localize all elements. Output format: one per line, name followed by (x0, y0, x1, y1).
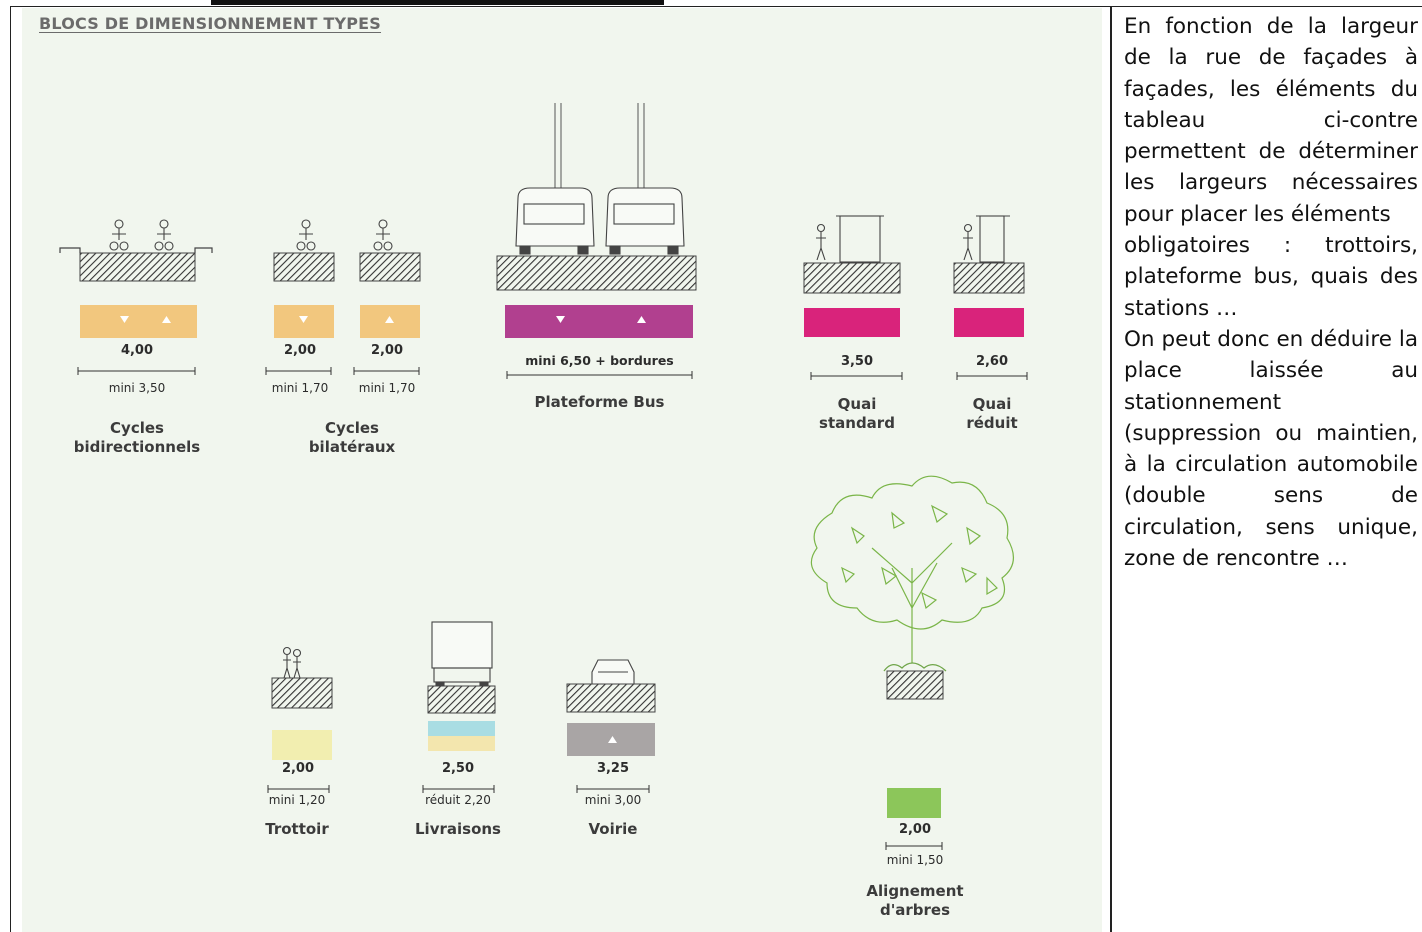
pedestrian-icon (282, 646, 302, 679)
dimension-value: 2,60 (975, 354, 1009, 369)
block-label-cycles-bilat: Cycles bilatéraux (277, 419, 427, 457)
dimension-value: 2,00 (898, 822, 932, 837)
car-icon (591, 659, 635, 685)
side-paragraph: obligatoires : trottoirs, plateforme bus… (1124, 233, 1418, 321)
voirie-block (566, 659, 656, 793)
label-line: bidirectionnels (73, 438, 201, 456)
bus-icon (605, 187, 685, 255)
label-line: réduit (966, 414, 1018, 432)
column-divider (1110, 6, 1112, 932)
quai-standard-block (803, 215, 903, 380)
livraisons-block (422, 621, 496, 793)
dimension-value: 3,50 (840, 354, 874, 369)
dimension-minimum: réduit 2,20 (425, 793, 491, 807)
dimension-value: 2,00 (281, 761, 315, 776)
block-label-alignement-arbres: Alignement d'arbres (842, 882, 988, 920)
dimension-minimum: mini 1,20 (268, 793, 326, 807)
panel-title: BLOCS DE DIMENSIONNEMENT TYPES (39, 14, 382, 33)
dimension-value: 2,50 (441, 761, 475, 776)
block-label-voirie: Voirie (562, 820, 664, 839)
dimension-blocks-panel: BLOCS DE DIMENSIONNEMENT TYPES (22, 8, 1102, 932)
truck-icon (431, 621, 493, 688)
side-paragraph: On peut donc en déduire la place laissée… (1124, 326, 1418, 572)
alignement-arbres-block (810, 475, 1014, 850)
label-line: Quai (972, 395, 1012, 413)
table-frame (10, 6, 1422, 932)
label-line: Cycles (325, 419, 379, 437)
side-description: En fonction de la largeur de la rue de f… (1124, 11, 1418, 574)
dimension-minimum: mini 1,70 (358, 381, 416, 395)
label-line: Voirie (588, 820, 638, 838)
cycles-bidir-block (59, 219, 213, 375)
label-line: Cycles (110, 419, 164, 437)
label-line: Quai (837, 395, 877, 413)
label-line: d'arbres (879, 901, 951, 919)
label-line: Plateforme Bus (534, 393, 665, 411)
label-line: Alignement (866, 882, 964, 900)
plateforme-bus-block (496, 103, 697, 379)
block-label-plateforme-bus: Plateforme Bus (502, 393, 697, 412)
block-label-cycles-bidir: Cycles bidirectionnels (52, 419, 222, 457)
cycles-bilat-block (265, 219, 421, 375)
block-label-quai-standard: Quai standard (802, 395, 912, 433)
pedestrian-icon (816, 223, 826, 261)
bus-icon (515, 187, 595, 255)
block-label-livraisons: Livraisons (397, 820, 519, 839)
label-line: standard (819, 414, 895, 432)
dimension-value: 2,00 (283, 343, 317, 358)
dimension-value: 2,00 (370, 343, 404, 358)
cyclist-icon (373, 219, 393, 251)
pedestrian-icon (963, 223, 973, 261)
dimension-minimum: mini 1,50 (886, 853, 944, 867)
label-line: Trottoir (265, 820, 329, 838)
header-underline (211, 0, 664, 5)
cyclist-icon (296, 219, 316, 251)
dimension-minimum: mini 3,50 (108, 381, 166, 395)
label-line: Livraisons (415, 820, 501, 838)
blocks-illustration (59, 103, 1028, 850)
dimension-value: mini 6,50 + bordures (525, 353, 674, 368)
shelter-icon (836, 215, 884, 263)
cyclist-icon (154, 219, 174, 251)
tree-icon (810, 475, 1014, 663)
quai-reduit-block (953, 215, 1028, 380)
side-paragraph: En fonction de la largeur de la rue de f… (1124, 14, 1418, 227)
dimension-minimum: mini 1,70 (271, 381, 329, 395)
label-line: bilatéraux (308, 438, 396, 456)
dimension-value: 4,00 (120, 343, 154, 358)
shelter-icon (976, 215, 1010, 263)
block-label-quai-reduit: Quai réduit (947, 395, 1037, 433)
cyclist-icon (109, 219, 129, 251)
dimension-minimum: mini 3,00 (584, 793, 642, 807)
block-label-trottoir: Trottoir (237, 820, 357, 839)
trottoir-block (267, 646, 333, 793)
dimension-value: 3,25 (596, 761, 630, 776)
